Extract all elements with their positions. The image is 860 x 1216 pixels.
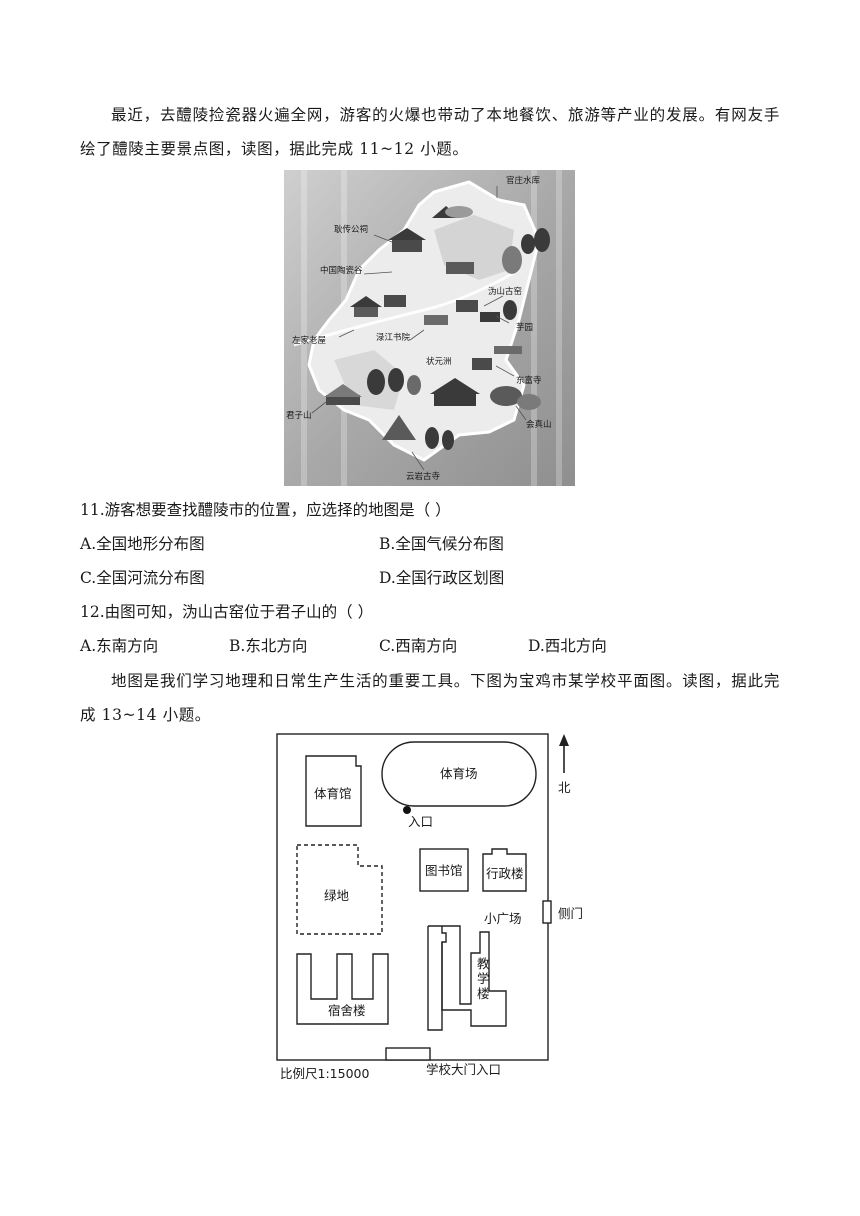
map-label-yunyan: 云岩古寺 [406, 471, 441, 482]
map-label-dongfu: 东富寺 [516, 375, 542, 386]
q11-option-a: A.全国地形分布图 [80, 535, 205, 553]
q12-option-b: B.东北方向 [229, 637, 308, 655]
question-11-stem: 11.游客想要查找醴陵市的位置，应选择的地图是（ ） [80, 501, 451, 519]
teaching-label-2: 学 [477, 971, 490, 986]
q12-option-d: D.西北方向 [528, 637, 607, 655]
liling-scenic-map: 官庄水库 耿传公祠 中国陶瓷谷 沩山古窑 芋园 左家老屋 渌江书院 状元洲 东富… [284, 170, 575, 486]
north-label: 北 [558, 780, 571, 795]
stadium-label: 体育场 [440, 766, 478, 781]
intro-paragraph-2: 地图是我们学习地理和日常生产生活的重要工具。下图为宝鸡市某学校平面图。读图，据此… [80, 672, 780, 724]
admin-building [482, 848, 527, 892]
green-area [296, 844, 383, 935]
question-12-stem: 12.由图可知，沩山古窑位于君子山的（ ） [80, 603, 374, 621]
map-label-junzi: 君子山 [286, 410, 312, 421]
map-label-lujiang: 渌江书院 [376, 332, 411, 343]
green-label: 绿地 [324, 888, 350, 903]
admin-label: 行政楼 [486, 866, 524, 881]
q11-option-b: B.全国气候分布图 [379, 535, 504, 553]
teaching-building-left-wing [427, 926, 443, 1031]
q12-option-c: C.西南方向 [379, 637, 458, 655]
plaza-label: 小广场 [484, 911, 522, 926]
q11-option-d: D.全国行政区划图 [379, 569, 505, 587]
north-arrow-icon [559, 734, 569, 746]
teaching-building-outline-part [428, 925, 507, 1027]
gym-building [305, 755, 362, 827]
school-plan-map: 体育场 体育馆 入口 北 图书馆 行政楼 绿地 小广场 侧门 教 学 楼 宿舍楼… [270, 728, 590, 1084]
entrance-label: 入口 [408, 814, 433, 829]
stadium-track [381, 741, 537, 807]
dormitory-label: 宿舍楼 [328, 1003, 366, 1018]
q12-option-a: A.东南方向 [80, 637, 159, 655]
side-gate-label: 侧门 [558, 906, 583, 921]
map-label-zhuangyuan: 状元洲 [426, 356, 452, 367]
map-label-guishan: 沩山古窑 [488, 286, 522, 297]
main-gate-label: 学校大门入口 [426, 1062, 501, 1077]
dormitory-building [296, 953, 389, 1025]
intro-paragraph-1: 最近，去醴陵捡瓷器火遍全网，游客的火爆也带动了本地餐饮、旅游等产业的发展。有网友… [80, 106, 780, 158]
school-boundary [276, 733, 549, 1061]
main-gate [385, 1047, 431, 1061]
side-gate [542, 900, 552, 924]
map-label-geng: 耿传公祠 [334, 224, 368, 235]
scale-label: 比例尺1:15000 [280, 1066, 369, 1081]
teaching-label-3: 楼 [477, 986, 490, 1001]
map-label-taoci: 中国陶瓷谷 [320, 265, 363, 276]
map-label-zuojia: 左家老屋 [292, 335, 327, 346]
gym-label: 体育馆 [314, 786, 352, 801]
teaching-label-1: 教 [477, 956, 490, 971]
q11-option-c: C.全国河流分布图 [80, 569, 205, 587]
library-building [419, 848, 469, 892]
map-label-yuyuan: 芋园 [516, 323, 533, 333]
library-label: 图书馆 [425, 863, 463, 878]
map-label-huizhen: 会真山 [526, 419, 552, 430]
entrance-dot [403, 806, 411, 814]
map-label-guanzhuang: 官庄水库 [506, 175, 541, 186]
